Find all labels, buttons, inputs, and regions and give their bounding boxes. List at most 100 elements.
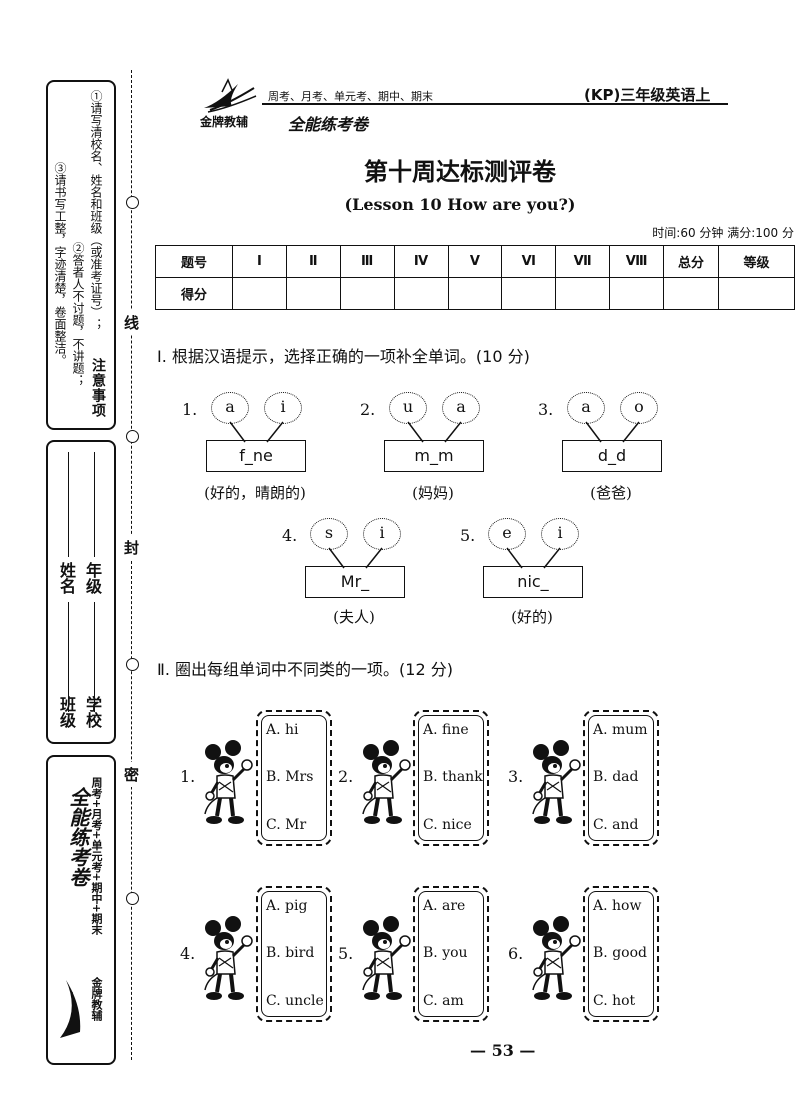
item-number: 1.: [180, 767, 196, 786]
score-input-cell[interactable]: [609, 277, 664, 310]
mickey-mouse-icon: [531, 914, 581, 1004]
option-b[interactable]: B. good: [593, 945, 647, 961]
table-cell: 得分: [155, 277, 233, 310]
table-cell: Ⅰ: [232, 245, 287, 278]
word-hint: (妈妈): [412, 484, 454, 502]
item-number: 6.: [508, 944, 524, 963]
letter-option-b[interactable]: a: [442, 392, 480, 424]
option-b[interactable]: B. bird: [266, 945, 315, 961]
school-line: [94, 602, 95, 712]
table-row: 得分: [155, 277, 795, 310]
table-row: 题号 Ⅰ Ⅱ Ⅲ Ⅳ Ⅴ Ⅵ Ⅶ Ⅷ 总分 等级: [155, 245, 795, 278]
letter-option-b[interactable]: i: [541, 518, 579, 550]
binding-hole: [126, 430, 139, 443]
score-input-cell[interactable]: [339, 277, 395, 310]
letter-option-b[interactable]: o: [620, 392, 658, 424]
grade-label: 年级: [83, 562, 102, 594]
word-hint: (爸爸): [590, 484, 632, 502]
score-input-cell[interactable]: [501, 277, 557, 310]
letter-option-a[interactable]: a: [567, 392, 605, 424]
word-box[interactable]: nic_: [483, 566, 583, 598]
mickey-mouse-icon: [203, 914, 253, 1004]
table-cell: Ⅷ: [609, 245, 664, 278]
item-number: 3.: [508, 767, 524, 786]
table-cell: Ⅴ: [447, 245, 503, 278]
item-number: 2.: [360, 400, 376, 419]
brand-name: 金牌教辅: [90, 977, 103, 1021]
word-hint: (夫人): [333, 608, 375, 626]
letter-option-b[interactable]: i: [363, 518, 401, 550]
letter-option-a[interactable]: s: [310, 518, 348, 550]
table-cell: Ⅲ: [339, 245, 395, 278]
time-score-info: 时间:60 分钟 满分:100 分: [652, 226, 794, 240]
brand-line1: 周考+月考+单元考+期中+期末: [90, 777, 103, 935]
brand-logo-icon: [60, 980, 81, 1038]
binding-hole: [126, 196, 139, 209]
option-a[interactable]: A. pig: [266, 898, 308, 914]
class-label: 班级: [57, 696, 76, 728]
option-b[interactable]: B. dad: [593, 769, 639, 785]
option-a[interactable]: A. mum: [593, 722, 648, 738]
header-rule: [262, 103, 728, 105]
mickey-mouse-icon: [361, 914, 411, 1004]
option-a[interactable]: A. are: [423, 898, 466, 914]
brand-logo-icon: [204, 78, 257, 113]
options-frame: A. hi B. Mrs C. Mr: [256, 710, 332, 846]
notice-label: 注意事项: [90, 358, 106, 418]
letter-option-b[interactable]: i: [264, 392, 302, 424]
score-input-cell[interactable]: [447, 277, 503, 310]
score-input-cell[interactable]: [555, 277, 611, 310]
letter-option-a[interactable]: a: [211, 392, 249, 424]
connector-lines: [585, 421, 640, 443]
letter-option-a[interactable]: e: [488, 518, 526, 550]
option-c[interactable]: C. hot: [593, 993, 636, 1009]
option-c[interactable]: C. and: [593, 817, 639, 833]
option-c[interactable]: C. nice: [423, 817, 472, 833]
student-info-box: 学校 年级 班级 姓名: [46, 440, 116, 744]
option-c[interactable]: C. Mr: [266, 817, 307, 833]
name-line: [68, 452, 69, 557]
score-input-cell[interactable]: [285, 277, 341, 310]
option-c[interactable]: C. am: [423, 993, 464, 1009]
connector-lines: [506, 547, 561, 569]
score-table: 题号 Ⅰ Ⅱ Ⅲ Ⅳ Ⅴ Ⅵ Ⅶ Ⅷ 总分 等级 得分: [155, 245, 795, 310]
word-box[interactable]: m_m: [384, 440, 484, 472]
option-b[interactable]: B. you: [423, 945, 468, 961]
word-box[interactable]: f_ne: [206, 440, 306, 472]
page-title: 第十周达标测评卷: [364, 157, 556, 186]
option-b[interactable]: B. thank: [423, 769, 483, 785]
table-cell: Ⅳ: [393, 245, 449, 278]
word-hint: (好的，晴朗的): [204, 484, 306, 502]
option-a[interactable]: A. hi: [266, 722, 299, 738]
word-box[interactable]: Mr_: [305, 566, 405, 598]
brand-box: 周考+月考+单元考+期中+期末 全能练考卷 金牌教辅: [46, 755, 116, 1065]
grade-line: [94, 452, 95, 557]
bind-word-feng: 封: [124, 535, 140, 560]
word-hint: (好的): [511, 608, 553, 626]
table-cell: Ⅵ: [501, 245, 557, 278]
score-input-cell[interactable]: [393, 277, 449, 310]
word-box[interactable]: d_d: [562, 440, 662, 472]
mickey-mouse-icon: [203, 738, 253, 828]
score-input-cell[interactable]: [663, 277, 719, 310]
letter-option-a[interactable]: u: [389, 392, 427, 424]
score-input-cell[interactable]: [232, 277, 287, 310]
table-cell: 等级: [718, 245, 795, 278]
option-a[interactable]: A. how: [593, 898, 642, 914]
score-input-cell[interactable]: [718, 277, 795, 310]
options-frame: A. how B. good C. hot: [583, 886, 659, 1022]
header-edition: (KP)三年级英语上: [584, 86, 711, 104]
table-cell: Ⅱ: [285, 245, 341, 278]
binding-hole: [126, 892, 139, 905]
option-c[interactable]: C. uncle: [266, 993, 324, 1009]
notice-line-1: ①请写清校名、姓名和班级（或准考证号）；: [89, 90, 103, 330]
header-brand-sub: 周考、月考、单元考、期中、期末: [268, 90, 433, 103]
options-frame: A. are B. you C. am: [413, 886, 489, 1022]
option-a[interactable]: A. fine: [423, 722, 469, 738]
options-frame: A. mum B. dad C. and: [583, 710, 659, 846]
item-number: 1.: [182, 400, 198, 419]
table-cell: 总分: [663, 245, 719, 278]
notice-box: 注意事项 ①请写清校名、姓名和班级（或准考证号）； ②答者人不讨题，不讲题； ③…: [46, 80, 116, 430]
item-number: 4.: [282, 526, 298, 545]
option-b[interactable]: B. Mrs: [266, 769, 314, 785]
